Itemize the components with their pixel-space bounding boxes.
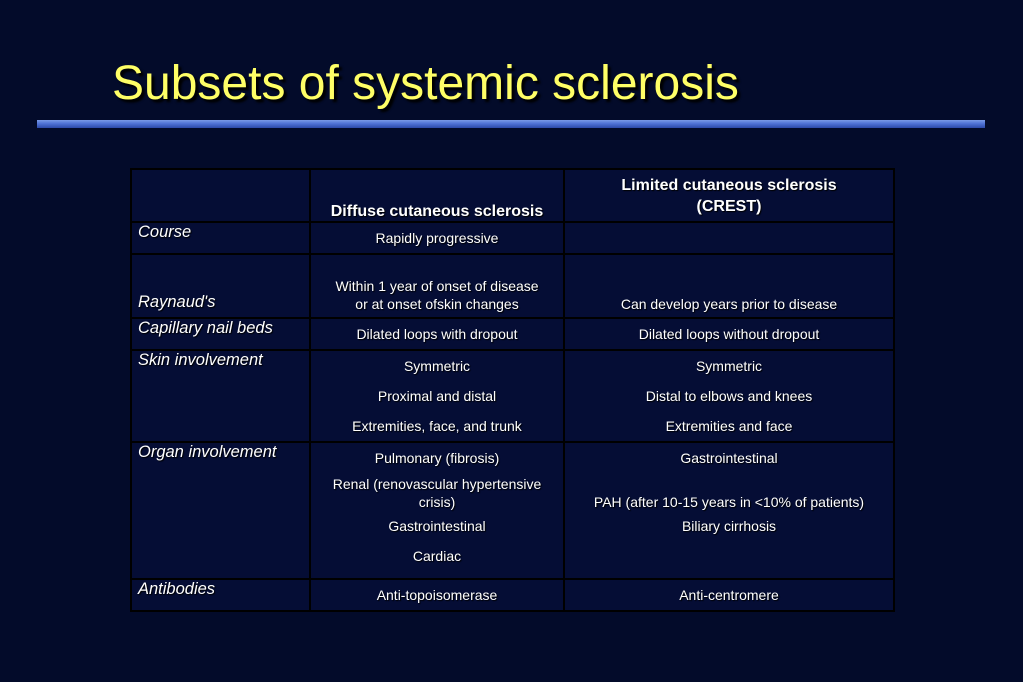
capillary-limited-text: Dilated loops without dropout	[638, 326, 820, 342]
list-item: Gastrointestinal	[680, 450, 778, 466]
list-item: Cardiac	[412, 548, 462, 564]
list-item: Extremities and face	[665, 418, 793, 434]
table-row-organ: Organ involvement Pulmonary (fibrosis) R…	[130, 441, 895, 580]
header-blank-cell	[130, 168, 311, 223]
subsets-table: Diffuse cutaneous sclerosis Limited cuta…	[130, 168, 895, 612]
list-item: Renal (renovascular hypertensive crisis)	[317, 473, 557, 511]
antibodies-diffuse: Anti-topoisomerase	[309, 578, 565, 612]
list-item: Gastrointestinal	[388, 518, 486, 534]
row-label-course: Course	[130, 221, 311, 255]
title-underline	[37, 120, 985, 128]
row-label-raynauds: Raynaud's	[130, 253, 311, 319]
header-limited-line2: (CREST)	[696, 197, 762, 215]
table-row-capillary: Capillary nail beds Dilated loops with d…	[130, 317, 895, 351]
organ-diffuse-renal-line2: crisis)	[418, 494, 456, 510]
course-limited-text	[571, 223, 887, 253]
raynauds-diffuse-line1: Within 1 year of onset of disease	[335, 278, 539, 294]
list-item: PAH (after 10-15 years in <10% of patien…	[571, 473, 887, 511]
antibodies-diffuse-text: Anti-topoisomerase	[376, 587, 498, 603]
raynauds-diffuse: Within 1 year of onset of disease or at …	[309, 253, 565, 319]
slide-title: Subsets of systemic sclerosis	[112, 57, 739, 110]
list-item: Symmetric	[403, 358, 471, 374]
header-limited: Limited cutaneous sclerosis (CREST)	[563, 168, 895, 223]
row-label-organ: Organ involvement	[130, 441, 311, 580]
table-row-course: Course Rapidly progressive	[130, 221, 895, 255]
list-item: Pulmonary (fibrosis)	[374, 450, 500, 466]
raynauds-diffuse-line2: or at onset ofskin changes	[355, 296, 519, 312]
header-row: Diffuse cutaneous sclerosis Limited cuta…	[130, 168, 895, 223]
list-item: Distal to elbows and knees	[645, 388, 813, 404]
antibodies-limited-text: Anti-centromere	[679, 587, 779, 603]
row-label-antibodies: Antibodies	[130, 578, 311, 612]
antibodies-limited: Anti-centromere	[563, 578, 895, 612]
list-item: Symmetric	[695, 358, 763, 374]
list-item: Proximal and distal	[377, 388, 497, 404]
capillary-diffuse: Dilated loops with dropout	[309, 317, 565, 351]
organ-diffuse-renal-line1: Renal (renovascular hypertensive	[332, 476, 542, 492]
organ-limited-pah: PAH (after 10-15 years in <10% of patien…	[593, 494, 865, 510]
list-item: Extremities, face, and trunk	[352, 418, 522, 434]
capillary-diffuse-text: Dilated loops with dropout	[356, 326, 518, 342]
row-label-skin: Skin involvement	[130, 349, 311, 443]
header-limited-line1: Limited cutaneous sclerosis	[621, 176, 837, 194]
skin-diffuse: Symmetric Proximal and distal Extremitie…	[309, 349, 565, 443]
course-diffuse-text: Rapidly progressive	[375, 230, 499, 246]
course-limited	[563, 221, 895, 255]
table-row-antibodies: Antibodies Anti-topoisomerase Anti-centr…	[130, 578, 895, 612]
table-row-skin: Skin involvement Symmetric Proximal and …	[130, 349, 895, 443]
row-label-capillary: Capillary nail beds	[130, 317, 311, 351]
capillary-limited: Dilated loops without dropout	[563, 317, 895, 351]
skin-limited: Symmetric Distal to elbows and knees Ext…	[563, 349, 895, 443]
organ-diffuse: Pulmonary (fibrosis) Renal (renovascular…	[309, 441, 565, 580]
course-diffuse: Rapidly progressive	[309, 221, 565, 255]
header-diffuse: Diffuse cutaneous sclerosis	[309, 168, 565, 223]
table-row-raynauds: Raynaud's Within 1 year of onset of dise…	[130, 253, 895, 319]
organ-limited: Gastrointestinal PAH (after 10-15 years …	[563, 441, 895, 580]
raynauds-limited-text: Can develop years prior to disease	[620, 296, 838, 312]
list-item: Biliary cirrhosis	[681, 518, 777, 534]
raynauds-limited: Can develop years prior to disease	[563, 253, 895, 319]
